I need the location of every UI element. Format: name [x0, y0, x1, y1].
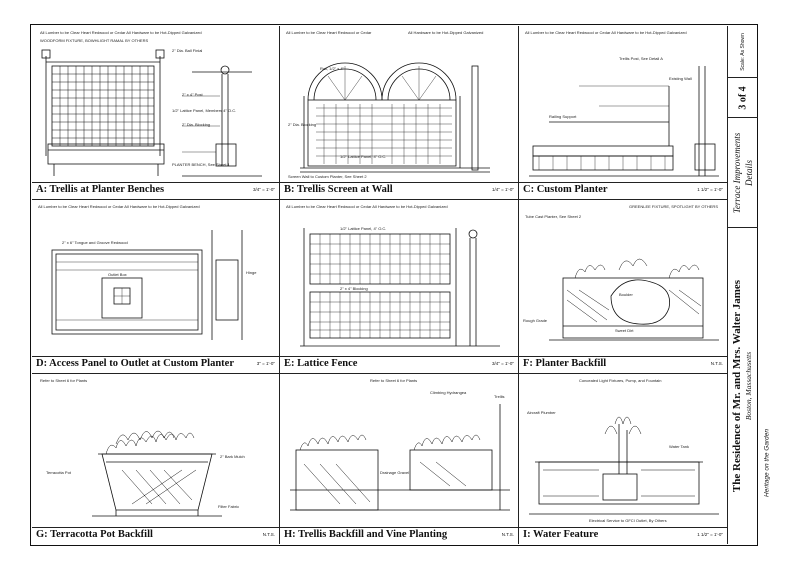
panel-c-scale: 1 1/2" = 1'-0" [697, 187, 723, 192]
panel-d-title-row: D: Access Panel to Outlet at Custom Plan… [32, 356, 279, 373]
panel-b-title-row: B: Trellis Screen at Wall 1/4" = 1'-0" [280, 182, 518, 199]
panel-g: Refer to Sheet 6 for Plants 2" Bark Mulc… [32, 374, 280, 544]
panel-g-title: G: Terracotta Pot Backfill [36, 529, 153, 540]
note-h2: Climbing Hydrangea [430, 390, 467, 395]
panel-g-title-row: G: Terracotta Pot Backfill N.T.S. [32, 527, 279, 544]
note-f1: GREENLEE FIXTURE, SPOTLIGHT BY OTHERS [629, 204, 718, 209]
panel-a: All Lumber to be Clear Heart Redwood or … [32, 26, 280, 200]
drawing-sheet-border [30, 24, 758, 546]
panel-e-title-row: E: Lattice Fence 3/4" = 1'-0" [280, 356, 518, 373]
note-a5: 1/2" Lattice Panel, Members 4" O.C. [172, 108, 237, 113]
note-d2: 2" x 6" Tongue and Groove Redwood [62, 240, 128, 245]
note-f3: Boulder [619, 292, 633, 297]
note-c4: Railing Support [549, 114, 577, 119]
tb-scale-label: Scale: [740, 56, 746, 71]
details-grid: All Lumber to be Clear Heart Redwood or … [32, 26, 728, 544]
note-a7: PLANTER BENCH, See Sheet 1 [172, 162, 230, 167]
panel-e-title: E: Lattice Fence [284, 358, 358, 369]
panel-c-title: C: Custom Planter [523, 184, 608, 195]
note-d4: Hinge [246, 270, 257, 275]
note-g4: Filter Fabric [218, 504, 240, 509]
panel-a-title: A: Trellis at Planter Benches [36, 184, 165, 195]
tb-client-name: The Residence of Mr. and Mrs. Walter Jam… [731, 279, 743, 493]
panel-h-title: H: Trellis Backfill and Vine Planting [284, 529, 448, 540]
note-i4: Electrical Service to GFCI Outlet, By Ot… [589, 518, 667, 523]
note-h1: Refer to Sheet 6 for Plants [370, 378, 418, 383]
panel-b: All Lumber to be Clear Heart Redwood or … [280, 26, 519, 200]
note-b4: 2" Dia. Blocking [288, 122, 317, 127]
note-f2: Tube Cast Planter, See Sheet 2 [525, 214, 582, 219]
note-a3: 2" Dia. Ball Finial [172, 48, 203, 53]
note-b3: Rail, 1/2" x 4" [320, 66, 344, 71]
panel-e: All Lumber to be Clear Heart Redwood or … [280, 200, 519, 374]
panel-i-title: I: Water Feature [523, 529, 599, 540]
note-b2: All Hardware to be Hot-Dipped Galvanized [408, 30, 484, 35]
panel-h: Refer to Sheet 6 for Plants Climbing Hyd… [280, 374, 519, 544]
note-f4: Rough Grade [523, 318, 548, 323]
note-h4: Drainage Gravel [380, 470, 410, 475]
panel-f-title-row: F: Planter Backfill N.T.S. [519, 356, 727, 373]
tb-project-title: Terrace Improvements [732, 132, 742, 213]
panel-g-scale: N.T.S. [262, 532, 275, 537]
panel-i-scale: 1 1/2" = 1'-0" [697, 532, 723, 537]
panel-b-title: B: Trellis Screen at Wall [284, 184, 393, 195]
panel-f: GREENLEE FIXTURE, SPOTLIGHT BY OTHERS Tu… [519, 200, 728, 374]
note-a2: WOODFORM FIXTURE, BOWHLIGHT RAMAL BY OTH… [40, 38, 149, 43]
tb-project-cell: Terrace Improvements Details [728, 118, 758, 228]
tb-location: Boston, Massachusetts [744, 351, 753, 421]
note-f5: Sweet Dirt [615, 328, 634, 333]
note-a4: 2" x 4" Post [182, 92, 203, 97]
tb-client-cell: The Residence of Mr. and Mrs. Walter Jam… [728, 228, 758, 544]
title-block: Scale: As Shown 3 of 4 Terrace Improveme… [728, 26, 758, 544]
note-i3: Water Tank [669, 444, 690, 449]
panel-f-scale: N.T.S. [710, 361, 723, 366]
tb-scale-cell: Scale: As Shown [728, 26, 758, 78]
note-i1: Concealed Light Fixtures, Pump, and Foun… [579, 378, 662, 383]
tb-sheet-cell: 3 of 4 [728, 78, 758, 118]
note-b1: All Lumber to be Clear Heart Redwood or … [286, 30, 372, 35]
panel-i-title-row: I: Water Feature 1 1/2" = 1'-0" [519, 527, 727, 544]
panel-e-scale: 3/4" = 1'-0" [492, 361, 514, 366]
note-c1: All Lumber to be Clear Heart Redwood or … [525, 30, 687, 35]
note-i2: Aircraft Plumber [527, 410, 556, 415]
tb-client: The Residence of Mr. and Mrs. Walter Jam… [731, 280, 755, 492]
panel-c: All Lumber to be Clear Heart Redwood or … [519, 26, 728, 200]
note-d3: Outlet Box [108, 272, 127, 277]
panel-d-scale: 3" = 1'-0" [256, 361, 275, 366]
note-c3: Existing Wall [669, 76, 692, 81]
tb-project: Terrace Improvements Details [731, 132, 755, 213]
note-b5: 1/2" Lattice Panel, 4" O.C. [340, 154, 387, 159]
note-h3: Trellis [494, 394, 505, 399]
panel-i: Concealed Light Fixtures, Pump, and Foun… [519, 374, 728, 544]
note-a6: 2" Dia. Blocking [182, 122, 211, 127]
note-g2: 2" Bark Mulch [220, 454, 245, 459]
tb-project-sub: Details [744, 159, 754, 186]
tb-firm-name: Heritage on the Garden [763, 429, 771, 497]
tb-scale: Scale: As Shown [740, 33, 746, 71]
tb-scale-value: As Shown [740, 32, 746, 56]
note-d1: All Lumber to be Clear Heart Redwood or … [38, 204, 200, 209]
tb-sheet-number: 3 of 4 [737, 85, 749, 110]
panel-f-title: F: Planter Backfill [523, 358, 607, 369]
panel-h-title-row: H: Trellis Backfill and Vine Planting N.… [280, 527, 518, 544]
note-e2: 1/2" Lattice Panel, 4" O.C. [340, 226, 387, 231]
note-a1: All Lumber to be Clear Heart Redwood or … [40, 30, 202, 35]
note-g1: Refer to Sheet 6 for Plants [40, 378, 88, 383]
note-b6: Screen Wall to Custom Planter, See Sheet… [288, 174, 367, 179]
panel-b-scale: 1/4" = 1'-0" [492, 187, 514, 192]
note-e1: All Lumber to be Clear Heart Redwood or … [286, 204, 448, 209]
note-g3: Terracotta Pot [46, 470, 71, 475]
note-c2: Trellis Post, See Detail A [619, 56, 663, 61]
panel-a-title-row: A: Trellis at Planter Benches 3/4" = 1'-… [32, 182, 279, 199]
note-e3: 2" x 4" Blocking [340, 286, 368, 291]
panel-d: All Lumber to be Clear Heart Redwood or … [32, 200, 280, 374]
panel-a-scale: 3/4" = 1'-0" [253, 187, 275, 192]
panel-d-title: D: Access Panel to Outlet at Custom Plan… [36, 358, 235, 369]
panel-h-scale: N.T.S. [501, 532, 514, 537]
panel-c-title-row: C: Custom Planter 1 1/2" = 1'-0" [519, 182, 727, 199]
tb-firm: Heritage on the Garden [760, 380, 774, 546]
